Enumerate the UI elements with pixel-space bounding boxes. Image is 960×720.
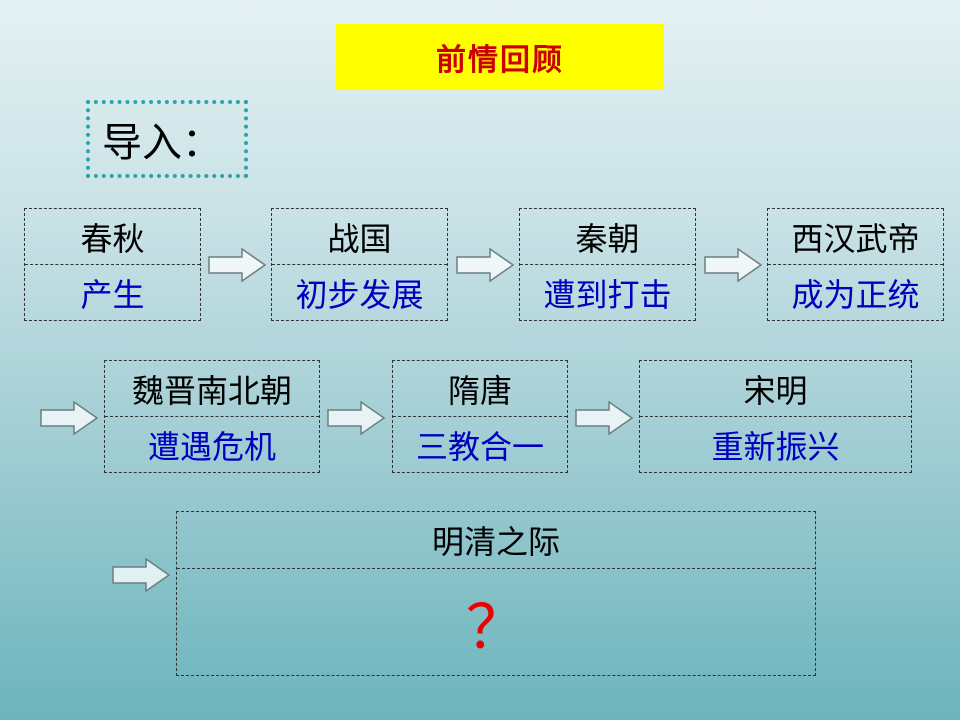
- right-arrow-icon: [40, 401, 98, 435]
- period-status: 遭到打击: [543, 275, 672, 314]
- right-arrow-icon: [704, 248, 762, 282]
- title-text: 前情回顾: [436, 43, 564, 78]
- period-songming: 宋明 重新振兴: [639, 360, 912, 473]
- question-mark: ？: [466, 592, 526, 663]
- period-status: 产生: [80, 275, 145, 314]
- period-name: 魏晋南北朝: [105, 361, 319, 417]
- period-chunqiu: 春秋 产生: [24, 208, 201, 321]
- period-name: 明清之际: [177, 512, 815, 569]
- period-xihan-wudi: 西汉武帝 成为正统: [767, 208, 944, 321]
- title-banner: 前情回顾: [336, 24, 664, 90]
- period-weijin-nanbeichao: 魏晋南北朝 遭遇危机: [104, 360, 320, 473]
- period-status: 遭遇危机: [147, 427, 276, 466]
- intro-box: 导入：: [86, 100, 248, 178]
- period-mingqing-zhiji: 明清之际 ？: [176, 511, 816, 676]
- period-status: 三教合一: [415, 427, 544, 466]
- period-name: 宋明: [640, 361, 911, 417]
- right-arrow-icon: [327, 401, 385, 435]
- period-name: 秦朝: [520, 209, 695, 265]
- right-arrow-icon: [112, 558, 170, 592]
- period-name: 春秋: [25, 209, 200, 265]
- period-status: 成为正统: [791, 275, 920, 314]
- period-name: 隋唐: [393, 361, 567, 417]
- period-suitang: 隋唐 三教合一: [392, 360, 568, 473]
- right-arrow-icon: [575, 401, 633, 435]
- period-name: 战国: [272, 209, 447, 265]
- period-qin: 秦朝 遭到打击: [519, 208, 696, 321]
- period-status: 初步发展: [295, 275, 424, 314]
- intro-label: 导入：: [102, 120, 222, 166]
- period-zhanguo: 战国 初步发展: [271, 208, 448, 321]
- period-status: 重新振兴: [711, 427, 840, 466]
- right-arrow-icon: [208, 248, 266, 282]
- period-name: 西汉武帝: [768, 209, 943, 265]
- right-arrow-icon: [456, 248, 514, 282]
